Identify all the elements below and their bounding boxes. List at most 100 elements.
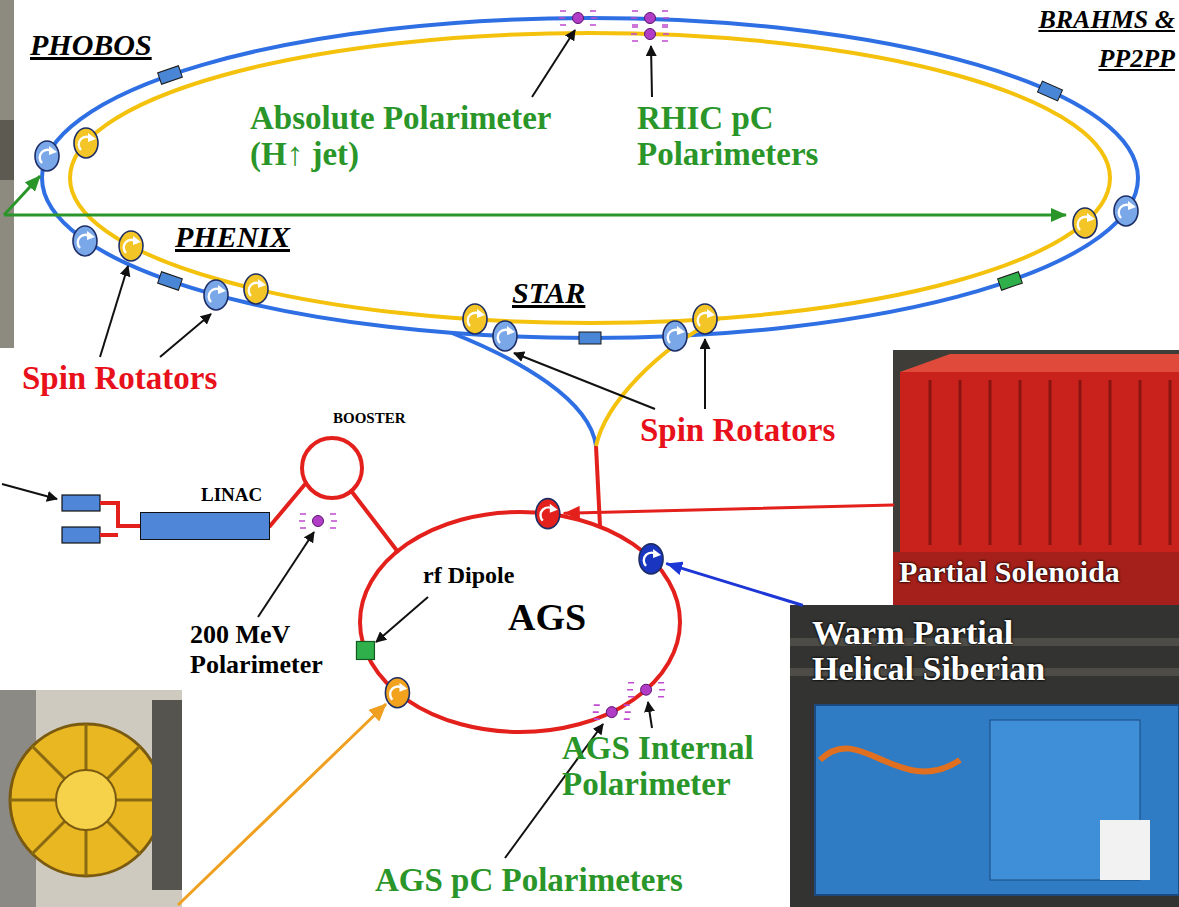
leader-line	[160, 314, 211, 357]
leader-line	[258, 532, 314, 617]
siberian-snake	[1073, 208, 1097, 238]
ring-outline	[360, 512, 680, 732]
ion-source	[62, 495, 100, 511]
magnet-photo-panel: Warm Partial Helical Siberian	[790, 605, 1179, 907]
spin-rotator-label: Spin Rotators	[22, 360, 217, 398]
magnet-photo	[1100, 820, 1150, 880]
spin-rotator	[463, 304, 487, 334]
experiment-name: STAR	[512, 276, 585, 311]
label-anchor: rf Dipole	[423, 562, 514, 590]
pointer-arrow	[178, 704, 386, 905]
magnet-photo	[790, 605, 1179, 907]
photo-fragment	[0, 120, 14, 180]
pointer-arrow	[667, 564, 801, 605]
dipole-magnet	[579, 332, 601, 344]
siberian-snake	[35, 141, 59, 171]
leader-line	[532, 30, 575, 97]
siberian-snake	[74, 128, 98, 158]
snake-symbol	[536, 499, 560, 529]
leader-line	[100, 266, 128, 357]
photo-fragment	[0, 0, 14, 348]
ags-ring: AGS	[358, 510, 682, 734]
label-anchor: Absolute Polarimeter (H↑ jet)	[250, 100, 590, 173]
leader-line	[514, 353, 655, 409]
siberian-snake	[1114, 196, 1138, 226]
label-anchor: AGS pC Polarimeters	[375, 862, 683, 900]
linac-box: LINAC	[140, 512, 270, 540]
transfer-line	[596, 446, 600, 526]
polarimeter-label: AGS Internal Polarimeter	[562, 730, 792, 803]
spin-rotator	[73, 226, 97, 256]
experiment-name: BRAHMS & PP2PP	[1025, 0, 1175, 78]
dipole-magnet	[998, 272, 1023, 291]
label-anchor: 200 MeV Polarimeter	[190, 620, 340, 680]
pointer-arrow	[565, 505, 893, 513]
photo-caption: Partial Solenoida	[899, 555, 1120, 590]
blue-ring	[42, 18, 1138, 338]
transfer-line	[270, 483, 306, 526]
polarimeter-label: 200 MeV Polarimeter	[190, 620, 340, 680]
rf-dipole-symbol	[356, 641, 374, 659]
spin-rotator-label: Spin Rotators	[640, 412, 835, 450]
magnet-photo	[900, 372, 1179, 552]
ring-outline	[300, 436, 364, 500]
leader-line	[651, 46, 652, 97]
magnet-photo-panel: Partial Solenoida	[893, 350, 1179, 605]
spin-rotator	[204, 280, 228, 310]
transfer-line	[452, 333, 596, 446]
polarimeter	[593, 705, 631, 719]
experiment-name: PHOBOS	[30, 28, 152, 63]
transfer-line	[351, 491, 397, 551]
snake-symbol	[385, 678, 409, 708]
magnet-photo	[900, 354, 1179, 372]
magnet-photo	[10, 724, 162, 876]
magnet-photo	[10, 724, 162, 876]
label-anchor: PHENIX	[175, 220, 290, 255]
ring-name: AGS	[508, 596, 586, 640]
label-anchor: RHIC pC Polarimeters	[637, 100, 842, 173]
spin-rotator	[119, 231, 143, 261]
label-anchor: AGS Internal Polarimeter	[562, 730, 792, 803]
polarimeter	[627, 683, 665, 697]
pointer-arrow	[4, 176, 40, 215]
magnet-photo	[893, 350, 1179, 605]
ion-source	[62, 527, 100, 543]
spin-rotator	[493, 321, 517, 351]
linac-label: LINAC	[201, 484, 262, 506]
polarimeter	[299, 514, 337, 528]
label-anchor: BRAHMS & PP2PP	[1025, 0, 1175, 78]
experiment-name: PHENIX	[175, 220, 290, 255]
pointer-arrow	[2, 484, 57, 499]
polarimeter	[631, 11, 669, 25]
polarimeter-label: AGS pC Polarimeters	[375, 862, 683, 900]
spin-rotator	[244, 274, 268, 304]
label-anchor: Spin Rotators	[640, 412, 835, 450]
leader-line	[648, 702, 652, 728]
dipole-magnet	[158, 66, 183, 85]
magnet-photo	[930, 380, 1170, 545]
dipole-magnet	[158, 272, 183, 291]
leader-line	[376, 597, 428, 642]
magnet-photo	[815, 705, 1179, 895]
spin-rotator	[693, 304, 717, 334]
snake-symbol	[639, 544, 663, 574]
polarimeter	[559, 11, 597, 25]
leader-line	[704, 339, 706, 409]
polarimeter-label: Absolute Polarimeter (H↑ jet)	[250, 100, 590, 173]
label-anchor: Spin Rotators	[22, 360, 217, 398]
spin-rotator	[663, 321, 687, 351]
polarimeter-label: RHIC pC Polarimeters	[637, 100, 842, 173]
label-anchor: PHOBOS	[30, 28, 152, 63]
magnet-photo	[152, 700, 182, 890]
dipole-magnet	[1038, 81, 1063, 101]
photo-caption: Warm Partial Helical Siberian	[812, 615, 1092, 686]
magnet-photo	[0, 690, 182, 907]
magnet-photo	[820, 748, 960, 771]
label-anchor: STAR	[512, 276, 585, 311]
magnet-photo	[893, 552, 1179, 605]
booster-ring: BOOSTER	[300, 436, 364, 500]
magnet-photo	[56, 770, 116, 830]
yellow-ring	[70, 33, 1110, 323]
ring-outline	[302, 438, 362, 498]
